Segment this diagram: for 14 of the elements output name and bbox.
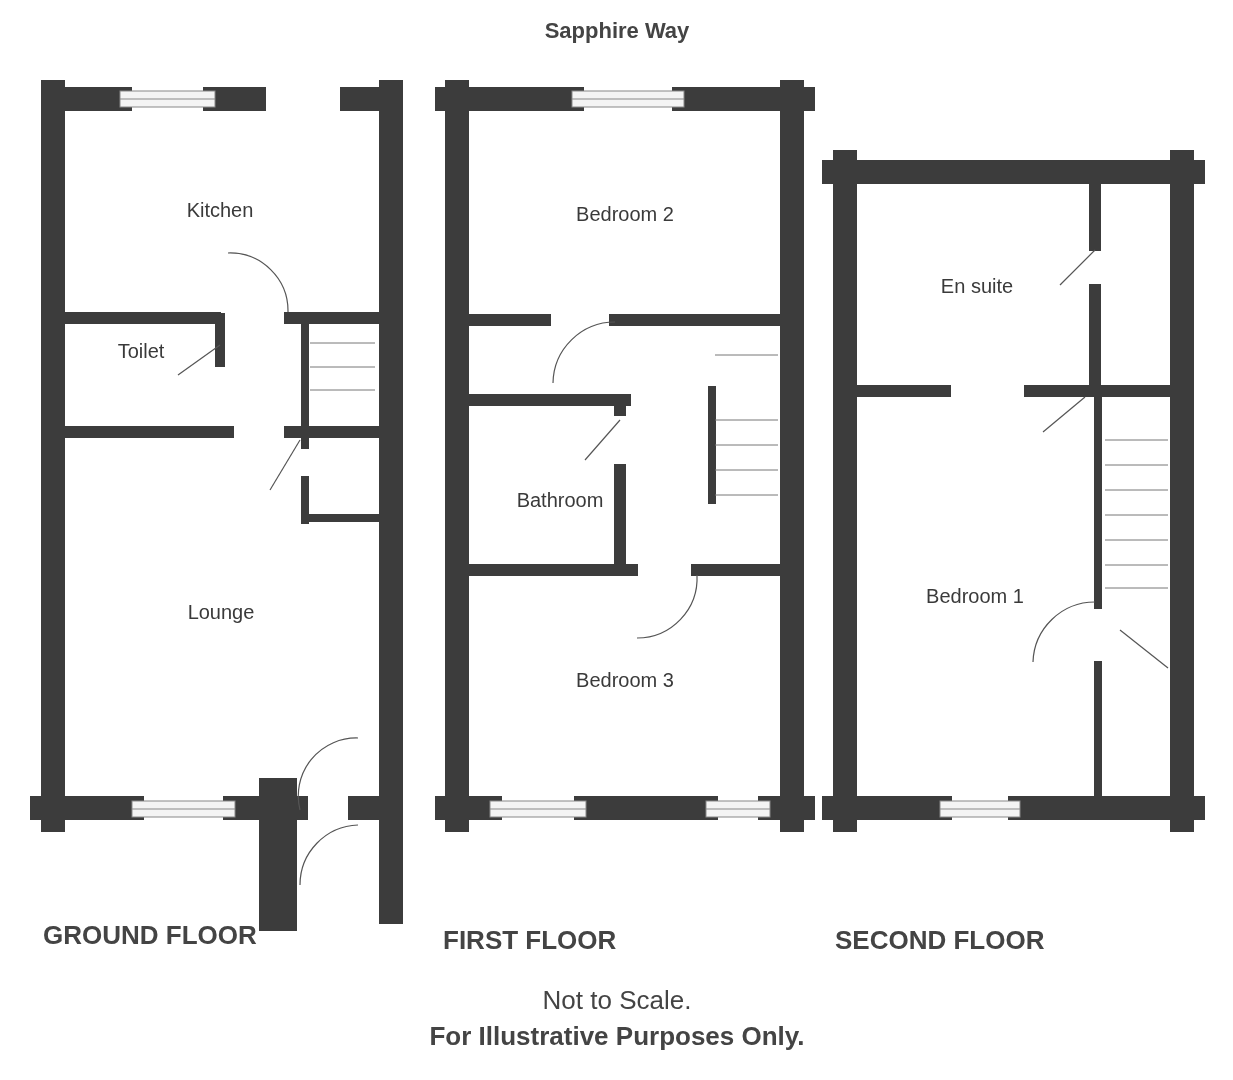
room-name: Lounge [187,601,255,624]
room-name: Bedroom 1 [926,584,1024,608]
room-name: Kitchen [186,198,254,222]
room-name: Bedroom 2 [576,202,674,226]
floor-heading: FIRST FLOOR [443,925,617,956]
room-name: Bedroom 3 [576,668,674,692]
room-name: Bathroom [516,488,604,512]
room-name: Toilet [117,339,165,363]
street-name: Sapphire Way [544,18,690,44]
floor-heading: GROUND FLOOR [43,920,257,951]
room-name: En suite [940,274,1014,298]
note-text: Not to Scale. [542,985,692,1016]
note-text: For Illustrative Purposes Only. [429,1021,805,1052]
floor-heading: SECOND FLOOR [835,925,1045,956]
